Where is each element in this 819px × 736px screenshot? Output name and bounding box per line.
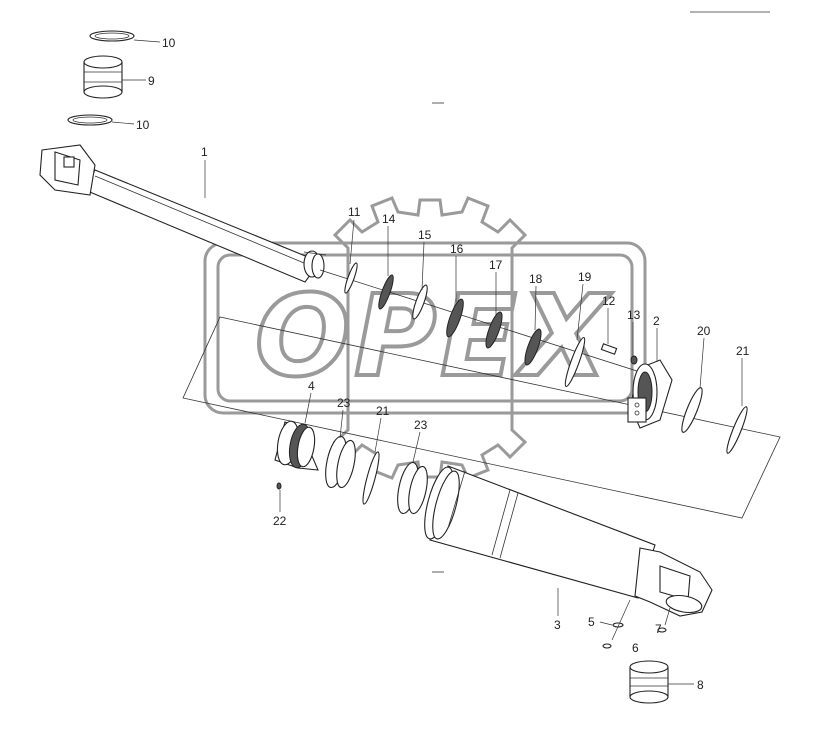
callout-2: 2	[653, 314, 660, 328]
callout-6: 6	[632, 641, 639, 655]
part-18-ring	[524, 328, 542, 366]
callout-18: 18	[529, 272, 543, 286]
callout-1: 1	[201, 145, 208, 159]
part-17-ring	[485, 311, 503, 349]
callout-19: 19	[578, 270, 592, 284]
leader-lines	[111, 39, 743, 685]
callout-21-left: 21	[376, 404, 390, 418]
exploded-frame	[182, 316, 781, 519]
part-21-ring-right	[726, 406, 748, 454]
part-2-cylinder-head	[627, 359, 673, 429]
callout-23-right: 23	[414, 418, 428, 432]
callout-14: 14	[382, 212, 396, 226]
callout-16: 16	[450, 242, 464, 256]
callout-7: 7	[655, 622, 662, 636]
watermark-frame-inner	[216, 253, 634, 403]
callout-3: 3	[554, 618, 561, 632]
callout-labels: 10 9 10 1 11 14 15 16 17 18 19 12 13 2 2…	[136, 36, 750, 692]
callout-13: 13	[627, 308, 641, 322]
part-16-ring	[446, 298, 464, 338]
part-7-washer	[657, 627, 667, 633]
callout-8: 8	[697, 678, 704, 692]
part-22-plug	[276, 482, 282, 490]
part-4-piston	[274, 420, 319, 471]
part-1-piston-rod	[39, 144, 327, 283]
callout-10-bottom: 10	[136, 118, 150, 132]
part-23-wear-ring-left	[325, 435, 356, 489]
part-8-bushing	[629, 660, 669, 704]
callout-4: 4	[308, 379, 315, 393]
part-10-seal-bottom	[67, 114, 113, 126]
part-9-bushing	[83, 55, 123, 99]
part-3-cylinder-barrel	[424, 465, 713, 617]
part-19-ring	[564, 336, 586, 388]
callout-21-right: 21	[736, 344, 750, 358]
callout-9: 9	[148, 74, 155, 88]
callout-11: 11	[348, 205, 361, 219]
part-13-ball	[630, 355, 638, 365]
part-6-washer	[602, 643, 612, 649]
callout-12: 12	[602, 294, 616, 308]
part-12-pin	[600, 343, 618, 355]
part-11-ring	[344, 262, 358, 294]
callout-20: 20	[697, 324, 711, 338]
callout-10-top: 10	[162, 36, 176, 50]
part-15-ring	[412, 284, 428, 320]
callout-17: 17	[489, 258, 503, 272]
callout-23-left: 23	[337, 396, 351, 410]
part-21-ring-left	[362, 451, 380, 505]
part-14-ring	[378, 274, 394, 310]
part-20-ring	[681, 387, 703, 433]
callout-5: 5	[588, 615, 595, 629]
assembly-axis	[319, 269, 641, 373]
callout-15: 15	[418, 228, 432, 242]
callout-22: 22	[273, 514, 287, 528]
part-10-seal-top	[89, 30, 135, 42]
part-23-wear-ring-right	[397, 461, 428, 515]
watermark-frame-outer	[203, 241, 647, 415]
